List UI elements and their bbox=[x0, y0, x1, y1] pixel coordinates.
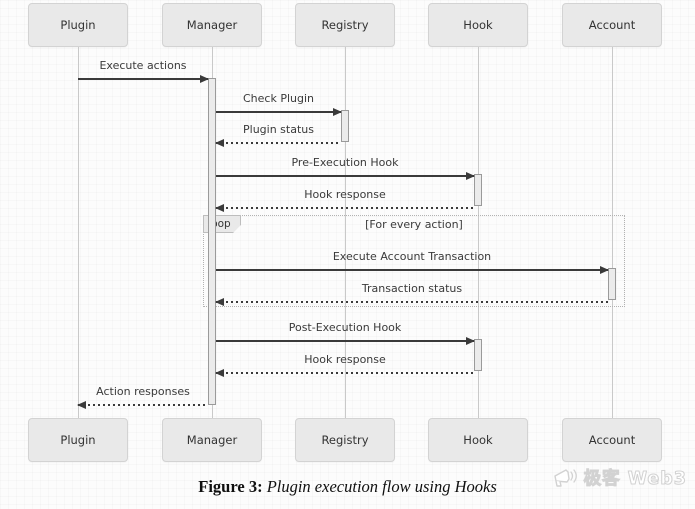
arrowhead-right-icon bbox=[333, 107, 342, 116]
activation-manager bbox=[208, 78, 216, 405]
participant-label: Manager bbox=[186, 433, 238, 447]
watermark: 极客 Web3 bbox=[552, 465, 687, 490]
arrow-line bbox=[216, 107, 342, 116]
participant-hook-top: Hook bbox=[428, 3, 528, 47]
participant-label: Plugin bbox=[60, 18, 96, 32]
message-plugin-status: Plugin status bbox=[215, 122, 341, 147]
arrowhead-left-icon bbox=[77, 400, 86, 409]
watermark-text: 极客 Web3 bbox=[583, 469, 687, 490]
activation-account bbox=[608, 268, 616, 300]
participant-label: Plugin bbox=[60, 433, 96, 447]
loop-condition: [For every action] bbox=[365, 218, 463, 231]
participant-registry-bottom: Registry bbox=[295, 418, 395, 462]
arrowhead-left-icon bbox=[215, 297, 224, 306]
message-pre-execution-hook: Pre-Execution Hook bbox=[216, 155, 475, 180]
participant-manager-bottom: Manager bbox=[162, 418, 262, 462]
arrowhead-right-icon bbox=[200, 74, 209, 83]
message-execute-actions: Execute actions bbox=[78, 58, 209, 83]
arrow-line bbox=[78, 74, 209, 83]
arrow-line bbox=[215, 297, 608, 306]
participant-label: Hook bbox=[463, 18, 493, 32]
figure-caption: Figure 3: Plugin execution flow using Ho… bbox=[0, 477, 695, 497]
message-action-responses: Action responses bbox=[77, 384, 208, 409]
arrow-line bbox=[215, 138, 341, 147]
activation-hook-1 bbox=[474, 174, 482, 206]
megaphone-icon bbox=[553, 468, 577, 487]
message-hook-response-2: Hook response bbox=[215, 352, 474, 377]
arrowhead-left-icon bbox=[215, 138, 224, 147]
figure-number: Figure 3: bbox=[198, 477, 263, 496]
participant-label: Registry bbox=[321, 18, 369, 32]
message-transaction-status: Transaction status bbox=[215, 281, 608, 306]
figure-title: Plugin execution flow using Hooks bbox=[262, 477, 497, 496]
lifeline-plugin bbox=[77, 47, 79, 418]
participant-registry-top: Registry bbox=[295, 3, 395, 47]
participant-plugin-top: Plugin bbox=[28, 3, 128, 47]
message-post-execution-hook: Post-Execution Hook bbox=[216, 320, 475, 345]
arrowhead-right-icon bbox=[600, 265, 609, 274]
lifeline-account bbox=[611, 47, 613, 418]
activation-registry bbox=[341, 110, 349, 142]
arrowhead-right-icon bbox=[466, 336, 475, 345]
message-check-plugin: Check Plugin bbox=[216, 91, 342, 116]
participant-label: Manager bbox=[186, 18, 238, 32]
lifeline-hook bbox=[477, 47, 479, 418]
participant-label: Account bbox=[588, 18, 636, 32]
arrow-line bbox=[216, 171, 475, 180]
participant-account-top: Account bbox=[562, 3, 662, 47]
participant-label: Hook bbox=[463, 433, 493, 447]
lifeline-registry bbox=[344, 47, 346, 418]
arrow-line bbox=[216, 265, 609, 274]
participant-label: Account bbox=[588, 433, 636, 447]
message-hook-response-1: Hook response bbox=[215, 187, 474, 212]
arrow-line bbox=[77, 400, 208, 409]
arrowhead-left-icon bbox=[215, 368, 224, 377]
arrowhead-left-icon bbox=[215, 203, 224, 212]
participant-label: Registry bbox=[321, 433, 369, 447]
arrow-line bbox=[215, 368, 474, 377]
arrow-line bbox=[216, 336, 475, 345]
activation-hook-2 bbox=[474, 339, 482, 371]
participant-account-bottom: Account bbox=[562, 418, 662, 462]
arrowhead-right-icon bbox=[466, 171, 475, 180]
participant-plugin-bottom: Plugin bbox=[28, 418, 128, 462]
participant-hook-bottom: Hook bbox=[428, 418, 528, 462]
participant-manager-top: Manager bbox=[162, 3, 262, 47]
message-execute-account-transaction: Execute Account Transaction bbox=[216, 249, 609, 274]
arrow-line bbox=[215, 203, 474, 212]
